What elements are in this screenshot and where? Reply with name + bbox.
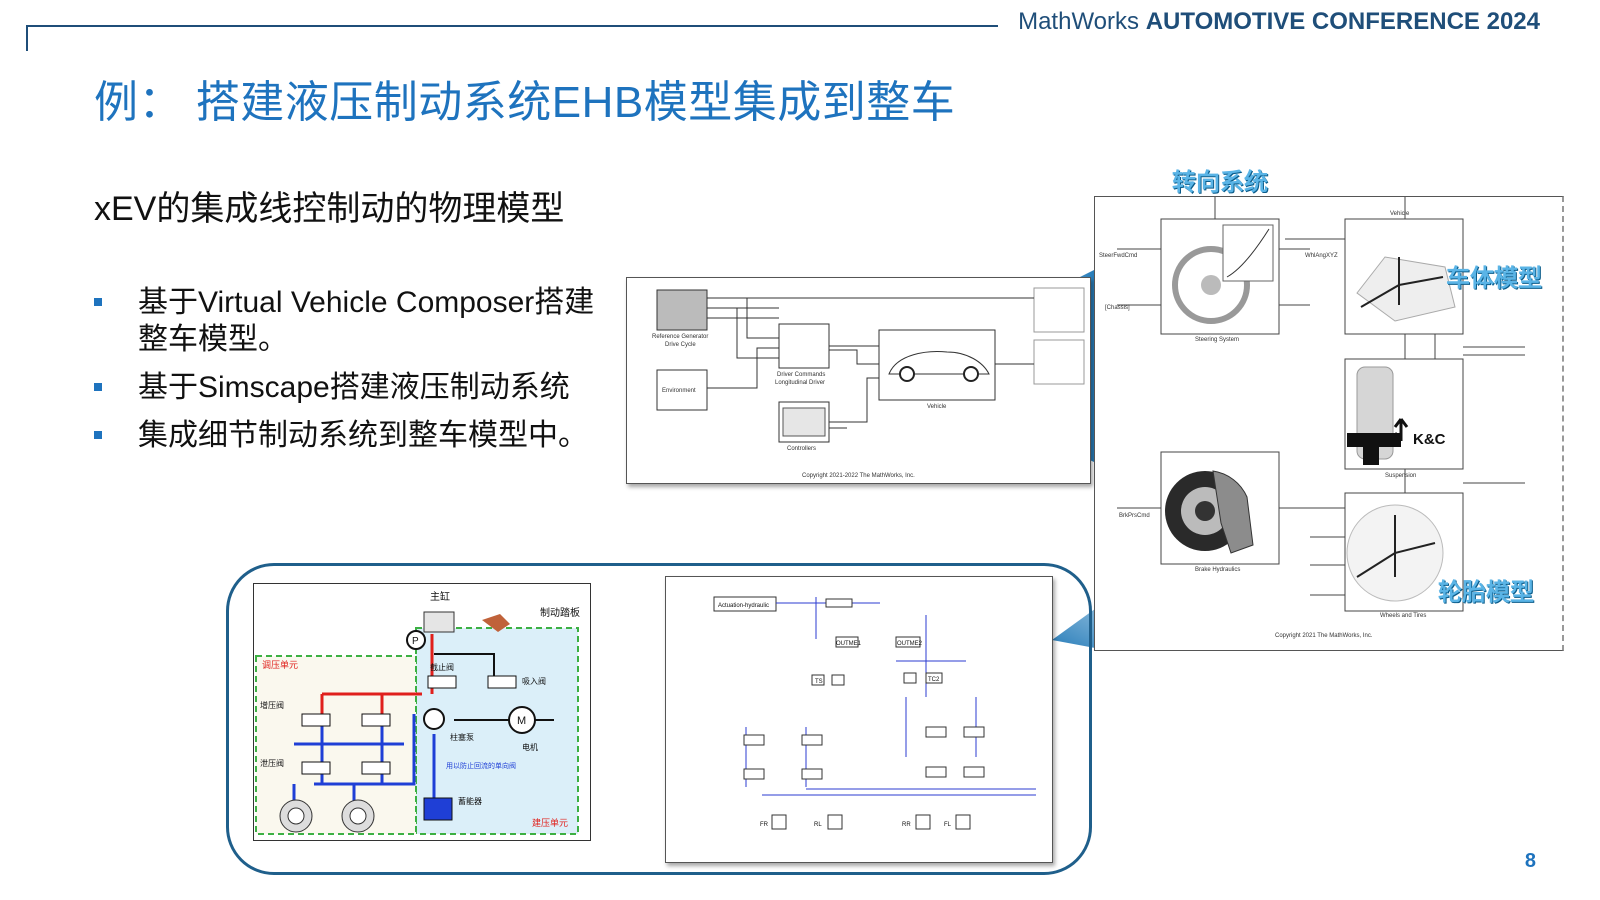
bullet-marker bbox=[94, 383, 102, 391]
environment-label: Environment bbox=[662, 388, 696, 394]
brake-cmd-label: BrkPrsCmd bbox=[1119, 513, 1150, 519]
bullet-marker bbox=[94, 298, 102, 306]
actuation-label: Actuation-hydraulic bbox=[718, 603, 769, 609]
bullet-item: 基于Simscape搭建液压制动系统 bbox=[94, 369, 624, 406]
vehicle-composer-diagram: Reference Generator Drive Cycle Environm… bbox=[626, 277, 1091, 484]
vehicle-top-label: Vehicle bbox=[1390, 211, 1410, 217]
rl-label: RL bbox=[814, 822, 822, 828]
simscape-brake-diagram: Actuation-hydraulic OUTME1 OUTME2 TS TC2… bbox=[665, 576, 1053, 863]
pressure-building-unit-label: 建压单元 bbox=[532, 817, 568, 828]
bullet-text: 基于Virtual Vehicle Composer搭建整车模型。 bbox=[138, 286, 595, 356]
brake-detail-frame bbox=[226, 563, 1092, 875]
drive-cycle-label: Drive Cycle bbox=[665, 342, 696, 348]
fr-label: FR bbox=[760, 822, 769, 828]
ts-label: TS bbox=[815, 679, 823, 685]
header-rule bbox=[26, 25, 998, 27]
plunger-pump-label: 柱塞泵 bbox=[450, 732, 474, 742]
subheading: xEV的集成线控制动的物理模型 bbox=[94, 190, 565, 228]
vehicle-composer-svg: Reference Generator Drive Cycle Environm… bbox=[652, 287, 1085, 479]
steer-cmd-label: SteerFwdCmd bbox=[1099, 253, 1137, 259]
check-valve-note: 用以防止回流的单向阀 bbox=[446, 761, 516, 770]
bullet-text: 集成细节制动系统到整车模型中。 bbox=[138, 419, 588, 452]
master-cylinder-label: 主缸 bbox=[430, 590, 450, 603]
conference-name: AUTOMOTIVE CONFERENCE 2024 bbox=[1145, 8, 1540, 35]
steering-system-label: Steering System bbox=[1195, 337, 1239, 343]
boost-valve-label: 增压阀 bbox=[260, 700, 284, 710]
longitudinal-driver-label: Longitudinal Driver bbox=[775, 380, 825, 386]
ehb-hydraulic-schematic: P M 主缸 制动踏板 调压单元 增压阀 泄压阀 截止阀 吸入阀 柱塞泵 电机 … bbox=[253, 583, 591, 841]
pressure-relief-valve-label: 泄压阀 bbox=[260, 758, 284, 768]
body-model-callout: 车体模型 bbox=[1446, 265, 1542, 292]
outme2-label: OUTME2 bbox=[897, 641, 923, 647]
right-copyright: Copyright 2021 The MathWorks, Inc. bbox=[1275, 633, 1373, 639]
page-number: 8 bbox=[1524, 850, 1536, 872]
cutoff-valve-label: 截止阀 bbox=[430, 662, 454, 672]
driver-commands-label: Driver Commands bbox=[777, 372, 825, 378]
brake-hydraulics-label: Brake Hydraulics bbox=[1195, 567, 1240, 573]
reference-generator-label: Reference Generator bbox=[652, 334, 708, 340]
brake-pedal-label: 制动踏板 bbox=[540, 606, 580, 619]
vehicle-model-svg: K&C Steering System Suspension Brake Hyd… bbox=[1099, 197, 1525, 639]
tc2-label: TC2 bbox=[928, 677, 940, 683]
suction-valve-label: 吸入阀 bbox=[522, 677, 546, 686]
rr-label: RR bbox=[902, 822, 911, 828]
bullet-list: 基于Virtual Vehicle Composer搭建整车模型。 基于Sims… bbox=[94, 284, 624, 465]
pressure-regulating-unit-label: 调压单元 bbox=[262, 659, 298, 670]
fl-label: FL bbox=[944, 822, 952, 828]
simscape-brake-svg: Actuation-hydraulic OUTME1 OUTME2 TS TC2… bbox=[713, 596, 1036, 830]
vehicle-block-label: Vehicle bbox=[927, 404, 947, 410]
vehicle-model-diagram: K&C Steering System Suspension Brake Hyd… bbox=[1094, 196, 1564, 651]
kc-label: K&C bbox=[1413, 431, 1446, 448]
bullet-item: 集成细节制动系统到整车模型中。 bbox=[94, 417, 624, 454]
header-rule-drop bbox=[26, 25, 28, 51]
steering-system-callout: 转向系统 bbox=[1172, 169, 1268, 196]
wheels-and-tires-label: Wheels and Tires bbox=[1380, 613, 1426, 619]
slide-title: 例： 搭建液压制动系统EHB模型集成到整车 bbox=[94, 78, 956, 127]
bullet-text: 基于Simscape搭建液压制动系统 bbox=[138, 371, 570, 404]
wheel-angles-label: WhlAngXYZ bbox=[1305, 253, 1338, 259]
controllers-label: Controllers bbox=[787, 446, 816, 452]
accumulator-label: 蓄能器 bbox=[458, 796, 482, 806]
motor-label: 电机 bbox=[522, 742, 538, 752]
bullet-item: 基于Virtual Vehicle Composer搭建整车模型。 bbox=[94, 284, 624, 358]
bullet-marker bbox=[94, 431, 102, 439]
tire-model-callout: 轮胎模型 bbox=[1438, 579, 1534, 606]
motor-symbol: M bbox=[517, 715, 526, 727]
outme1-label: OUTME1 bbox=[836, 641, 862, 647]
suspension-label: Suspension bbox=[1385, 473, 1416, 479]
conference-header: MathWorks AUTOMOTIVE CONFERENCE 2024 bbox=[1018, 8, 1540, 36]
ehb-schematic-svg: P M 主缸 制动踏板 调压单元 增压阀 泄压阀 截止阀 吸入阀 柱塞泵 电机 … bbox=[255, 590, 580, 835]
conference-brand: MathWorks bbox=[1018, 8, 1140, 35]
pressure-sensor-symbol: P bbox=[412, 636, 419, 647]
top-copyright: Copyright 2021-2022 The MathWorks, Inc. bbox=[802, 473, 915, 479]
chassis-tag: [Chassis] bbox=[1105, 305, 1130, 311]
